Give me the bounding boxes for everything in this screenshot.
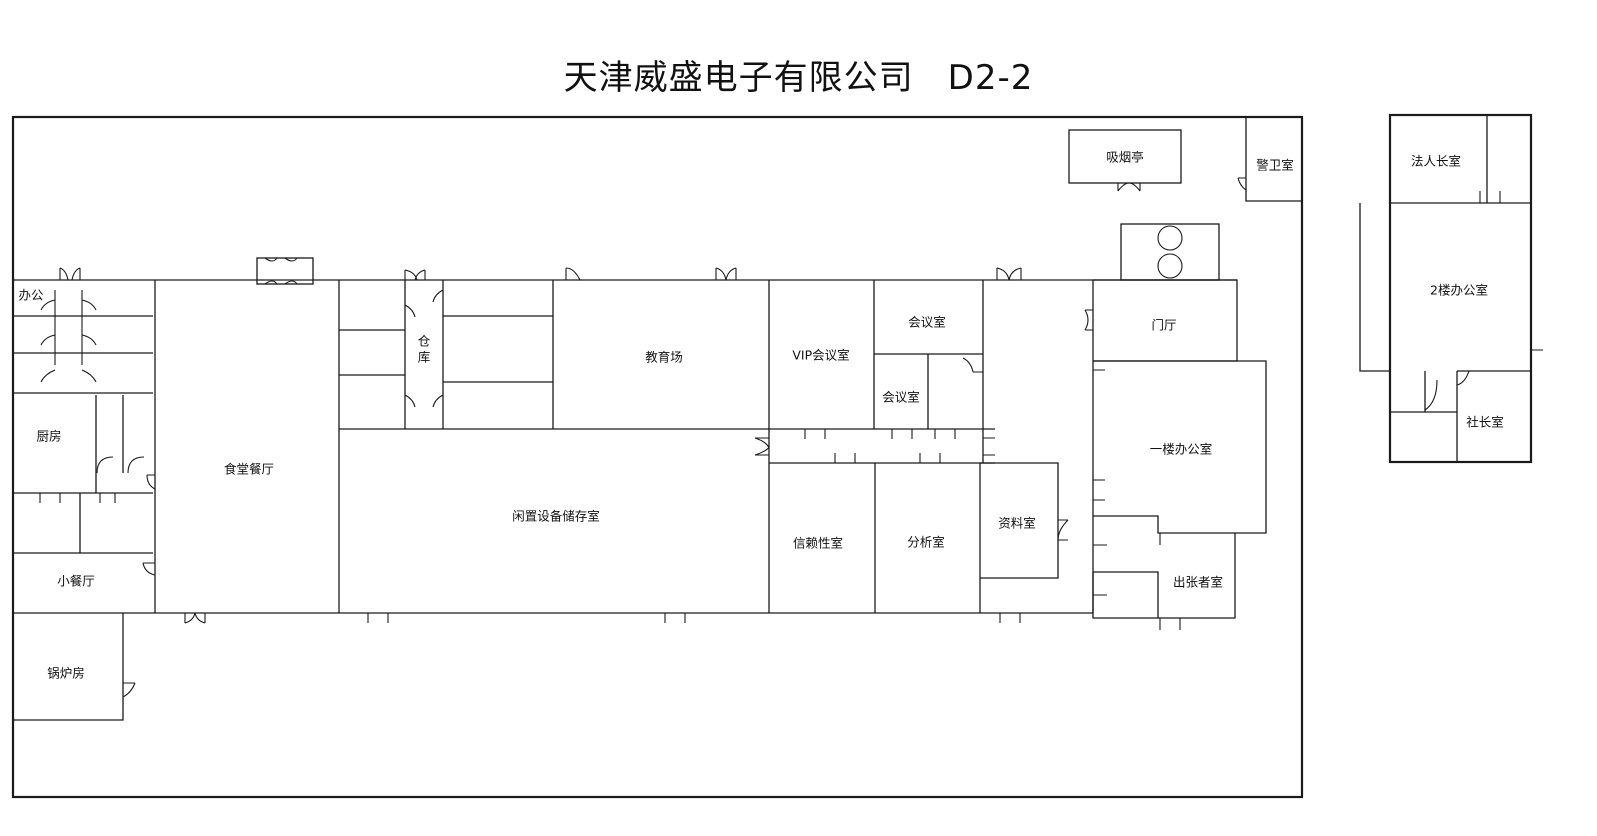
label-smoking-pavilion: 吸烟亭 xyxy=(1106,150,1144,165)
label-kitchen: 厨房 xyxy=(36,429,61,444)
label-archive: 资料室 xyxy=(998,516,1036,531)
label-warehouse-1: 仓 xyxy=(418,334,431,349)
guard-room xyxy=(1237,117,1302,202)
floorplan-title: 天津威盛电子有限公司 D2-2 xyxy=(0,50,1597,99)
label-guard-room: 警卫室 xyxy=(1256,158,1294,173)
second-floor-plan xyxy=(1359,113,1543,464)
plan-code: D2-2 xyxy=(947,58,1034,98)
label-warehouse-2: 库 xyxy=(418,350,431,365)
label-education: 教育场 xyxy=(645,350,683,365)
label-analysis: 分析室 xyxy=(907,535,945,550)
label-office-2f: 2楼办公室 xyxy=(1430,283,1488,298)
label-small-dining: 小餐厅 xyxy=(57,574,95,589)
company-name: 天津威盛电子有限公司 xyxy=(563,58,914,98)
label-business-trip: 出张者室 xyxy=(1173,575,1223,590)
label-boiler-room: 锅炉房 xyxy=(47,666,85,681)
smoking-pavilion xyxy=(1068,129,1182,192)
label-office-1f: 一楼办公室 xyxy=(1150,442,1213,457)
label-canteen: 食堂餐厅 xyxy=(224,462,274,477)
canteen-top-door xyxy=(256,257,314,285)
label-office-small: 办公 xyxy=(18,288,44,303)
label-president: 社长室 xyxy=(1466,415,1504,430)
main-building-outline xyxy=(13,279,1237,614)
warehouse-block xyxy=(339,269,995,623)
label-lobby: 门厅 xyxy=(1151,318,1176,333)
label-legal-rep: 法人长室 xyxy=(1411,154,1461,169)
label-idle-storage: 闲置设备储存室 xyxy=(512,509,600,524)
lab-block xyxy=(834,453,1069,623)
office-block xyxy=(1092,360,1267,630)
left-rooms xyxy=(12,267,206,721)
meeting-block xyxy=(565,267,1022,613)
lobby xyxy=(1084,223,1238,362)
site-boundary xyxy=(11,115,1304,799)
label-meeting-2: 会议室 xyxy=(882,390,920,405)
label-vip-meeting: VIP会议室 xyxy=(792,348,849,363)
label-reliability: 信赖性室 xyxy=(793,536,843,551)
label-meeting-1: 会议室 xyxy=(908,315,946,330)
